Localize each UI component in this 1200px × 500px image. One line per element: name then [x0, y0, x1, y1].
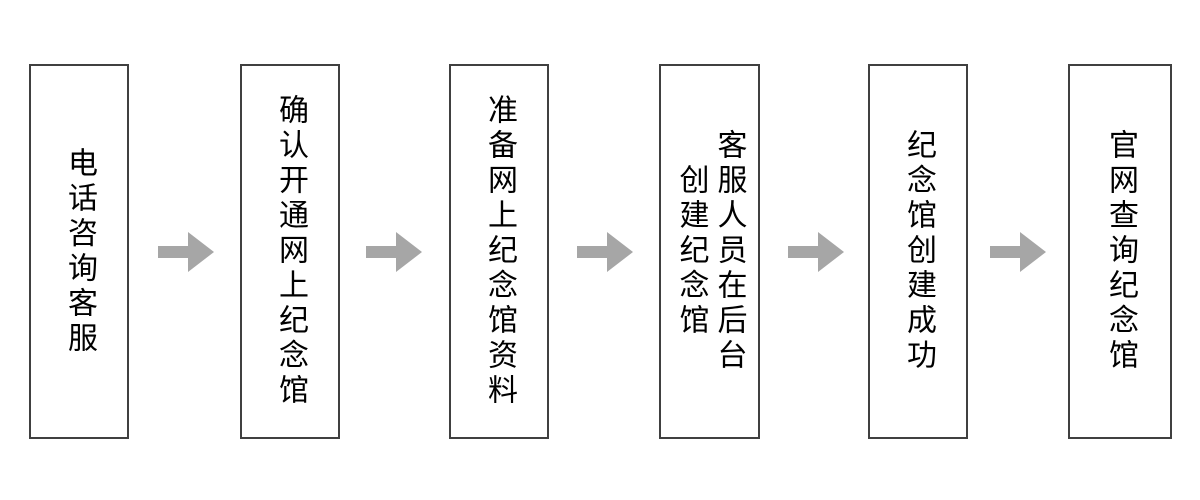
- flow-node-2[interactable]: 确认开通网上纪念馆: [240, 64, 340, 439]
- flow-arrow-2: [366, 232, 422, 272]
- flow-arrow-3: [577, 232, 633, 272]
- arrow-right-icon: [366, 232, 422, 272]
- arrow-right-icon: [788, 232, 844, 272]
- flow-node-5-label: 纪念馆创建成功: [901, 129, 936, 374]
- arrow-right-icon: [990, 232, 1046, 272]
- flow-node-1[interactable]: 电话咨询客服: [29, 64, 129, 439]
- flow-node-3-label: 准备网上纪念馆资料: [482, 94, 517, 409]
- arrow-right-icon: [158, 232, 214, 272]
- flow-node-4[interactable]: 客服人员在后台 创建纪念馆: [659, 64, 760, 439]
- flow-node-3[interactable]: 准备网上纪念馆资料: [449, 64, 549, 439]
- flow-node-4-label-col1: 客服人员在后台: [711, 129, 747, 374]
- flow-node-4-label-col2: 创建纪念馆: [673, 164, 709, 339]
- flow-node-6[interactable]: 官网查询纪念馆: [1068, 64, 1172, 439]
- flow-node-2-label: 确认开通网上纪念馆: [273, 94, 308, 409]
- flow-arrow-4: [788, 232, 844, 272]
- arrow-right-icon: [577, 232, 633, 272]
- flow-node-1-label: 电话咨询客服: [62, 146, 97, 357]
- flow-arrow-5: [990, 232, 1046, 272]
- flow-arrow-1: [158, 232, 214, 272]
- flow-node-6-label: 官网查询纪念馆: [1103, 129, 1138, 374]
- flow-node-5[interactable]: 纪念馆创建成功: [868, 64, 968, 439]
